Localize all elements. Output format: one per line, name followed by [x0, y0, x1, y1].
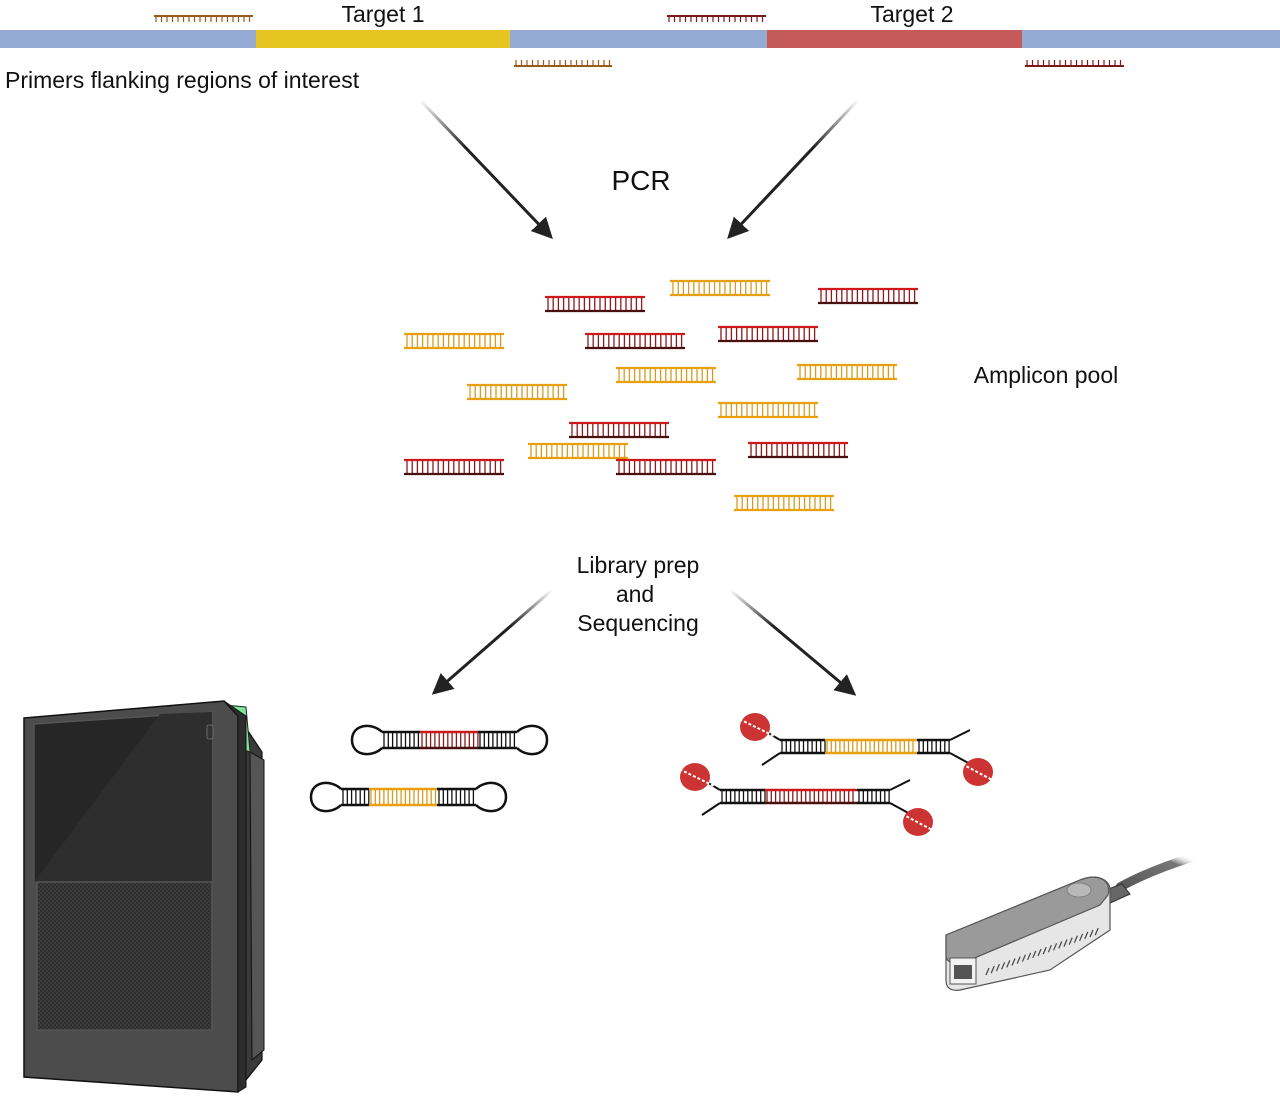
amplicon-red [545, 295, 645, 313]
adapter-library-red [674, 763, 939, 836]
amplicon-red [569, 421, 669, 439]
segment-flank-middle [510, 30, 767, 48]
primer-target-1-forward [154, 15, 253, 22]
amplicon-orange [670, 279, 770, 297]
amplicon-red [404, 458, 504, 476]
adapter-library-orange [734, 713, 999, 786]
amplicon-orange [528, 442, 628, 460]
amplicon-orange [616, 366, 716, 384]
arrow-to-short-read [431, 588, 553, 695]
segment-target-2 [767, 30, 1022, 48]
amplicon-red [818, 287, 918, 305]
short-read-sequencer-icon [23, 700, 265, 1093]
amplicon-red [718, 325, 818, 343]
arrow-right-to-pool [727, 98, 860, 240]
primer-target-2-forward [667, 15, 766, 22]
amplicon-red [585, 332, 685, 350]
adapter-library-molecules [674, 713, 999, 836]
segment-flank-right [1022, 30, 1280, 48]
arrow-to-long-read [729, 588, 857, 696]
segment-flank-left [0, 30, 256, 48]
amplicon-pool-label: Amplicon pool [974, 362, 1118, 388]
primers-group [154, 15, 1124, 67]
dumbbell-library-red [350, 724, 549, 756]
amplicon-orange [404, 332, 504, 350]
target-2-label: Target 2 [870, 1, 953, 27]
amplicon-red [616, 458, 716, 476]
library-prep-label-line2: and [616, 581, 654, 607]
dumbbell-library-orange [309, 781, 508, 813]
library-prep-label-line1: Library prep [577, 552, 700, 578]
amplicon-pool [404, 279, 918, 512]
amplicon-orange [797, 363, 897, 381]
segment-target-1 [256, 30, 510, 48]
primers-label: Primers flanking regions of interest [5, 67, 360, 93]
circular-library-molecules [309, 724, 549, 813]
arrow-left-to-pool [418, 98, 553, 240]
amplicon-orange [718, 401, 818, 419]
amplicon-red [748, 441, 848, 459]
amplicon-orange [734, 494, 834, 512]
pcr-label: PCR [611, 165, 670, 196]
nanopore-sequencer-icon [945, 853, 1195, 991]
genome-track [0, 30, 1280, 48]
sequencing-arrows [431, 588, 857, 696]
primer-target-2-reverse [1025, 60, 1124, 67]
library-prep-label-line3: Sequencing [577, 610, 699, 636]
amplicon-orange [467, 383, 567, 401]
primer-target-1-reverse [514, 60, 612, 67]
pcr-arrows [418, 98, 860, 240]
target-1-label: Target 1 [341, 1, 424, 27]
